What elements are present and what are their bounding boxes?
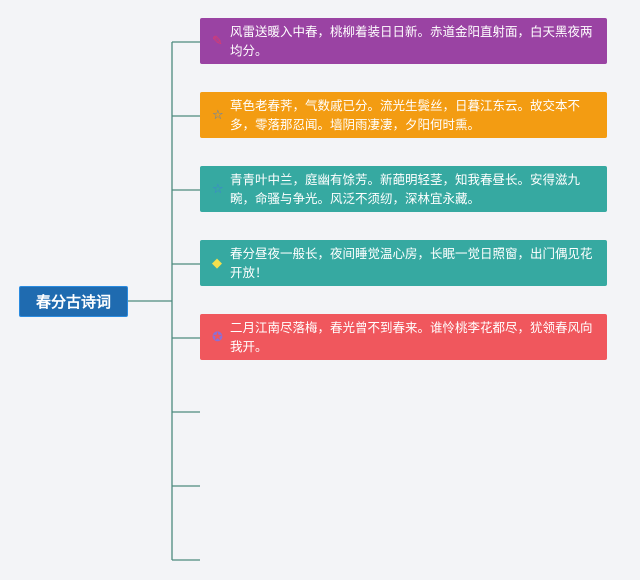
branch-text-1: 风雷送暖入中春，桃柳着装日日新。赤道金阳直射面，白天黑夜两均分。 [230, 24, 593, 58]
pencil-icon: ✎ [212, 34, 223, 49]
star-outline-icon: ☆ [212, 182, 224, 197]
diamond-icon: ◆ [212, 256, 222, 271]
root-label: 春分古诗词 [35, 293, 111, 311]
branch-node-3[interactable]: ☆ 青青叶中兰，庭幽有馀芳。新葩明轻茎，知我春昼长。安得滋九畹，命骚与争光。风泛… [200, 166, 607, 212]
branch-text-5: 二月江南尽落梅，春光曾不到春来。谁怜桃李花都尽，犹领春风向我开。 [230, 320, 593, 354]
branch-text-2: 草色老春荠，气数戚已分。流光生鬓丝，日暮江东云。故交本不多，零落那忍闻。墙阴雨凄… [230, 98, 581, 132]
branch-text-4: 春分昼夜一般长，夜间睡觉温心房，长眠一觉日照窗，出门偶见花开放！ [230, 246, 593, 280]
star-outline-icon: ☆ [212, 108, 224, 123]
branch-text-3: 青青叶中兰，庭幽有馀芳。新葩明轻茎，知我春昼长。安得滋九畹，命骚与争光。风泛不须… [230, 172, 581, 206]
badge-icon: ✪ [212, 330, 223, 345]
root-node[interactable]: 春分古诗词 [19, 286, 128, 317]
branch-node-4[interactable]: ◆ 春分昼夜一般长，夜间睡觉温心房，长眠一觉日照窗，出门偶见花开放！ [200, 240, 607, 286]
branch-node-2[interactable]: ☆ 草色老春荠，气数戚已分。流光生鬓丝，日暮江东云。故交本不多，零落那忍闻。墙阴… [200, 92, 607, 138]
branch-node-1[interactable]: ✎ 风雷送暖入中春，桃柳着装日日新。赤道金阳直射面，白天黑夜两均分。 [200, 18, 607, 64]
branch-node-5[interactable]: ✪ 二月江南尽落梅，春光曾不到春来。谁怜桃李花都尽，犹领春风向我开。 [200, 314, 607, 360]
